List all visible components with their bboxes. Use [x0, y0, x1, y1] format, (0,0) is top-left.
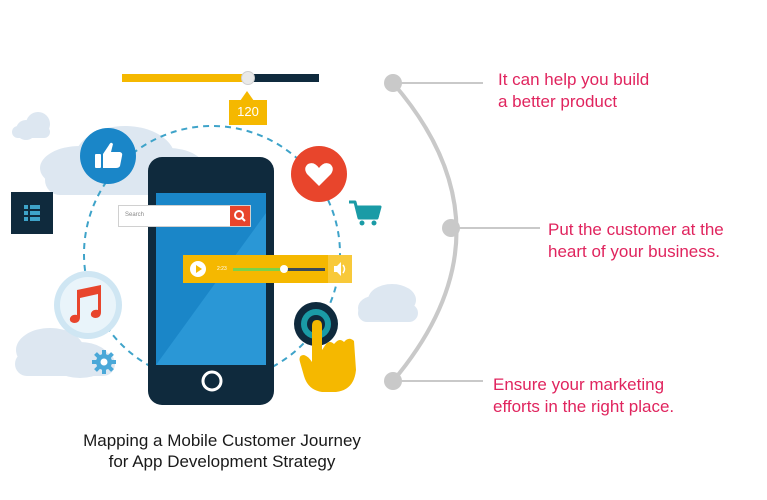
connector-dot — [442, 219, 460, 237]
connector-dot — [384, 74, 402, 92]
slider-knob[interactable] — [241, 71, 256, 85]
menu-icon[interactable] — [11, 192, 53, 234]
connector-dot — [384, 372, 402, 390]
caption-line-2: for App Development Strategy — [108, 452, 336, 471]
top-slider[interactable] — [122, 71, 319, 85]
caption: Mapping a Mobile Customer Journey for Ap… — [52, 430, 392, 472]
home-button-icon[interactable] — [200, 369, 224, 393]
slider-value-pointer — [240, 91, 254, 101]
music-note-icon[interactable] — [53, 270, 123, 340]
cloud-icon — [12, 112, 50, 140]
caption-line-1: Mapping a Mobile Customer Journey — [83, 431, 361, 450]
heart-icon[interactable] — [290, 145, 348, 203]
cart-icon[interactable] — [347, 198, 383, 228]
slider-value-badge: 120 — [229, 100, 267, 125]
point-2-line-1: Put the customer at the — [548, 220, 724, 239]
cloud-icon — [358, 284, 418, 322]
media-player[interactable]: 2:23 — [183, 255, 352, 283]
point-1: It can help you build a better product — [498, 69, 649, 113]
point-2: Put the customer at the heart of your bu… — [548, 219, 724, 263]
volume-button[interactable] — [328, 255, 352, 283]
gear-icon — [92, 350, 116, 374]
player-time: 2:23 — [217, 266, 227, 272]
point-3: Ensure your marketing efforts in the rig… — [493, 374, 674, 418]
point-3-line-2: efforts in the right place. — [493, 397, 675, 416]
point-2-line-2: heart of your business. — [548, 242, 720, 261]
slider-fill — [122, 74, 249, 82]
play-icon[interactable] — [189, 260, 207, 278]
point-3-line-1: Ensure your marketing — [493, 375, 665, 394]
touch-hand-icon[interactable] — [292, 300, 364, 396]
search-placeholder: Search — [125, 212, 145, 218]
search-bar[interactable]: Search — [118, 205, 251, 227]
point-1-line-2: a better product — [498, 92, 618, 111]
volume-icon — [334, 262, 346, 276]
player-knob[interactable] — [279, 265, 288, 273]
player-progress — [233, 268, 284, 271]
point-1-line-1: It can help you build — [498, 70, 650, 89]
search-button[interactable] — [230, 206, 250, 226]
player-track[interactable] — [233, 265, 325, 273]
search-icon — [234, 210, 246, 222]
thumbs-up-icon[interactable] — [79, 127, 137, 185]
